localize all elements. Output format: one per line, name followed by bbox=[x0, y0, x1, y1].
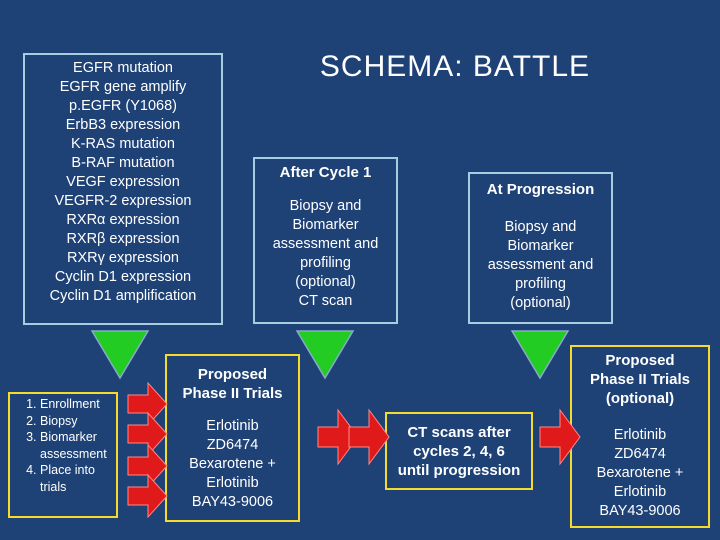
after-cycle-line: (optional) bbox=[295, 274, 356, 290]
proposed-trials-header: Phase II Trials bbox=[182, 385, 283, 402]
at-progression-line: Biomarker bbox=[507, 238, 574, 254]
optional-trials-drug: Erlotinib bbox=[613, 427, 667, 443]
proposed-trials-drug: ZD6474 bbox=[206, 437, 259, 453]
optional-trials-drug: Erlotinib bbox=[613, 484, 667, 500]
right-arrow-icon bbox=[127, 443, 168, 489]
right-arrow-icon bbox=[317, 408, 359, 466]
biomarker-list-box: EGFR mutation EGFR gene amplify p.EGFR (… bbox=[23, 53, 223, 325]
optional-trials-box: Proposed Phase II Trials (optional) Erlo… bbox=[570, 345, 710, 528]
at-progression-line: assessment and bbox=[487, 257, 594, 273]
at-progression-header: At Progression bbox=[486, 181, 595, 198]
at-progression-box: At Progression Biopsy and Biomarker asse… bbox=[468, 172, 613, 324]
ct-scans-line: CT scans after bbox=[407, 424, 511, 441]
optional-trials-header: Proposed bbox=[605, 352, 675, 369]
after-cycle-line: profiling bbox=[300, 255, 351, 271]
biomarker-item: EGFR mutation bbox=[73, 60, 173, 76]
at-progression-line: Biopsy and bbox=[504, 219, 577, 235]
ct-scans-line: until progression bbox=[397, 462, 521, 479]
enrollment-step: Place into trials bbox=[40, 462, 116, 495]
biomarker-item: EGFR gene amplify bbox=[59, 79, 187, 95]
optional-trials-drug: Bexarotene + bbox=[596, 465, 684, 481]
optional-trials-drug: ZD6474 bbox=[614, 446, 666, 462]
after-cycle-line: Biopsy and bbox=[289, 198, 362, 214]
right-arrow-icon bbox=[127, 381, 168, 427]
down-triangle-icon bbox=[90, 330, 150, 380]
ct-scans-line: cycles 2, 4, 6 bbox=[413, 443, 505, 460]
after-cycle-header: After Cycle 1 bbox=[279, 164, 372, 181]
at-progression-line: profiling bbox=[515, 276, 566, 292]
biomarker-item: K-RAS mutation bbox=[71, 136, 175, 152]
enrollment-steps: Enrollment Biopsy Biomarker assessment P… bbox=[10, 396, 116, 495]
slide-title: SCHEMA: BATTLE bbox=[319, 50, 591, 83]
after-cycle-box: After Cycle 1 Biopsy and Biomarker asses… bbox=[253, 157, 398, 324]
proposed-trials-drug: Erlotinib bbox=[206, 475, 259, 491]
proposed-trials-drug: BAY43-9006 bbox=[191, 494, 274, 510]
down-triangle-icon bbox=[510, 330, 570, 380]
proposed-trials-header: Proposed bbox=[197, 366, 268, 383]
biomarker-item: Cyclin D1 expression bbox=[54, 269, 192, 285]
optional-trials-drug: BAY43-9006 bbox=[599, 503, 681, 519]
proposed-trials-box: Proposed Phase II Trials Erlotinib ZD647… bbox=[165, 354, 300, 522]
biomarker-item: VEGF expression bbox=[66, 174, 180, 190]
enrollment-step: Enrollment bbox=[40, 396, 116, 413]
right-arrow-icon bbox=[127, 411, 168, 457]
at-progression-line: (optional) bbox=[510, 295, 571, 311]
proposed-trials-drug: Erlotinib bbox=[206, 418, 259, 434]
enrollment-step: Biopsy bbox=[40, 413, 116, 430]
biomarker-item: VEGFR-2 expression bbox=[54, 193, 192, 209]
biomarker-item: p.EGFR (Y1068) bbox=[69, 98, 177, 114]
biomarker-item: Cyclin D1 amplification bbox=[49, 288, 197, 304]
enrollment-step: Biomarker assessment bbox=[40, 429, 116, 462]
biomarker-item: RXRα expression bbox=[66, 212, 180, 228]
right-arrow-icon bbox=[539, 408, 581, 466]
after-cycle-line: Biomarker bbox=[292, 217, 359, 233]
optional-trials-header: Phase II Trials bbox=[589, 371, 691, 388]
enrollment-box: Enrollment Biopsy Biomarker assessment P… bbox=[8, 392, 118, 518]
biomarker-item: ErbB3 expression bbox=[65, 117, 181, 133]
after-cycle-line: CT scan bbox=[298, 293, 353, 309]
optional-trials-header: (optional) bbox=[605, 390, 675, 407]
biomarker-item: B-RAF mutation bbox=[71, 155, 175, 171]
biomarker-item: RXRγ expression bbox=[66, 250, 179, 266]
right-arrow-icon bbox=[348, 408, 390, 466]
right-arrow-icon bbox=[127, 473, 168, 519]
ct-scans-box: CT scans after cycles 2, 4, 6 until prog… bbox=[385, 412, 533, 490]
biomarker-item: RXRβ expression bbox=[66, 231, 180, 247]
after-cycle-line: assessment and bbox=[272, 236, 379, 252]
down-triangle-icon bbox=[295, 330, 355, 380]
proposed-trials-drug: Bexarotene + bbox=[189, 456, 276, 472]
